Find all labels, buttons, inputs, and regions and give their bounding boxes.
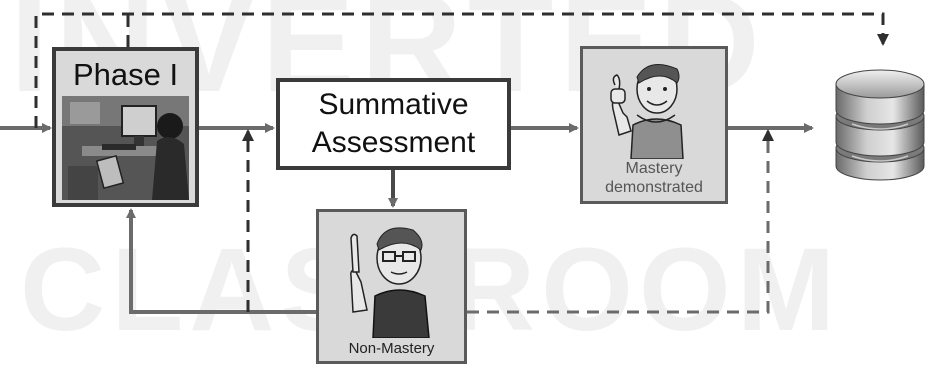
phase-title: Phase I: [72, 57, 179, 92]
mastery-label: Mastery demonstrated: [583, 159, 725, 197]
non-mastery-box: Non-Mastery: [316, 209, 467, 364]
dashed-feedback-right: [467, 129, 774, 314]
mastery-label-line2: demonstrated: [605, 179, 703, 196]
summative-line2: Assessment: [311, 126, 476, 159]
database-icon: [835, 69, 925, 181]
classroom-photo: [62, 96, 189, 200]
summative-assessment-box: Summative Assessment: [276, 78, 511, 170]
arrow-nonmastery-to-phase: [126, 208, 316, 314]
summative-line1: Summative: [318, 88, 469, 121]
mastery-label-line1: Mastery: [625, 160, 683, 177]
thumbs-up-person-icon: [610, 64, 684, 159]
finger-raised-person-icon: [350, 227, 430, 338]
mastery-box: Mastery demonstrated: [580, 46, 728, 204]
non-mastery-label: Non-Mastery: [348, 340, 435, 357]
phase-box: Phase I: [52, 47, 199, 207]
